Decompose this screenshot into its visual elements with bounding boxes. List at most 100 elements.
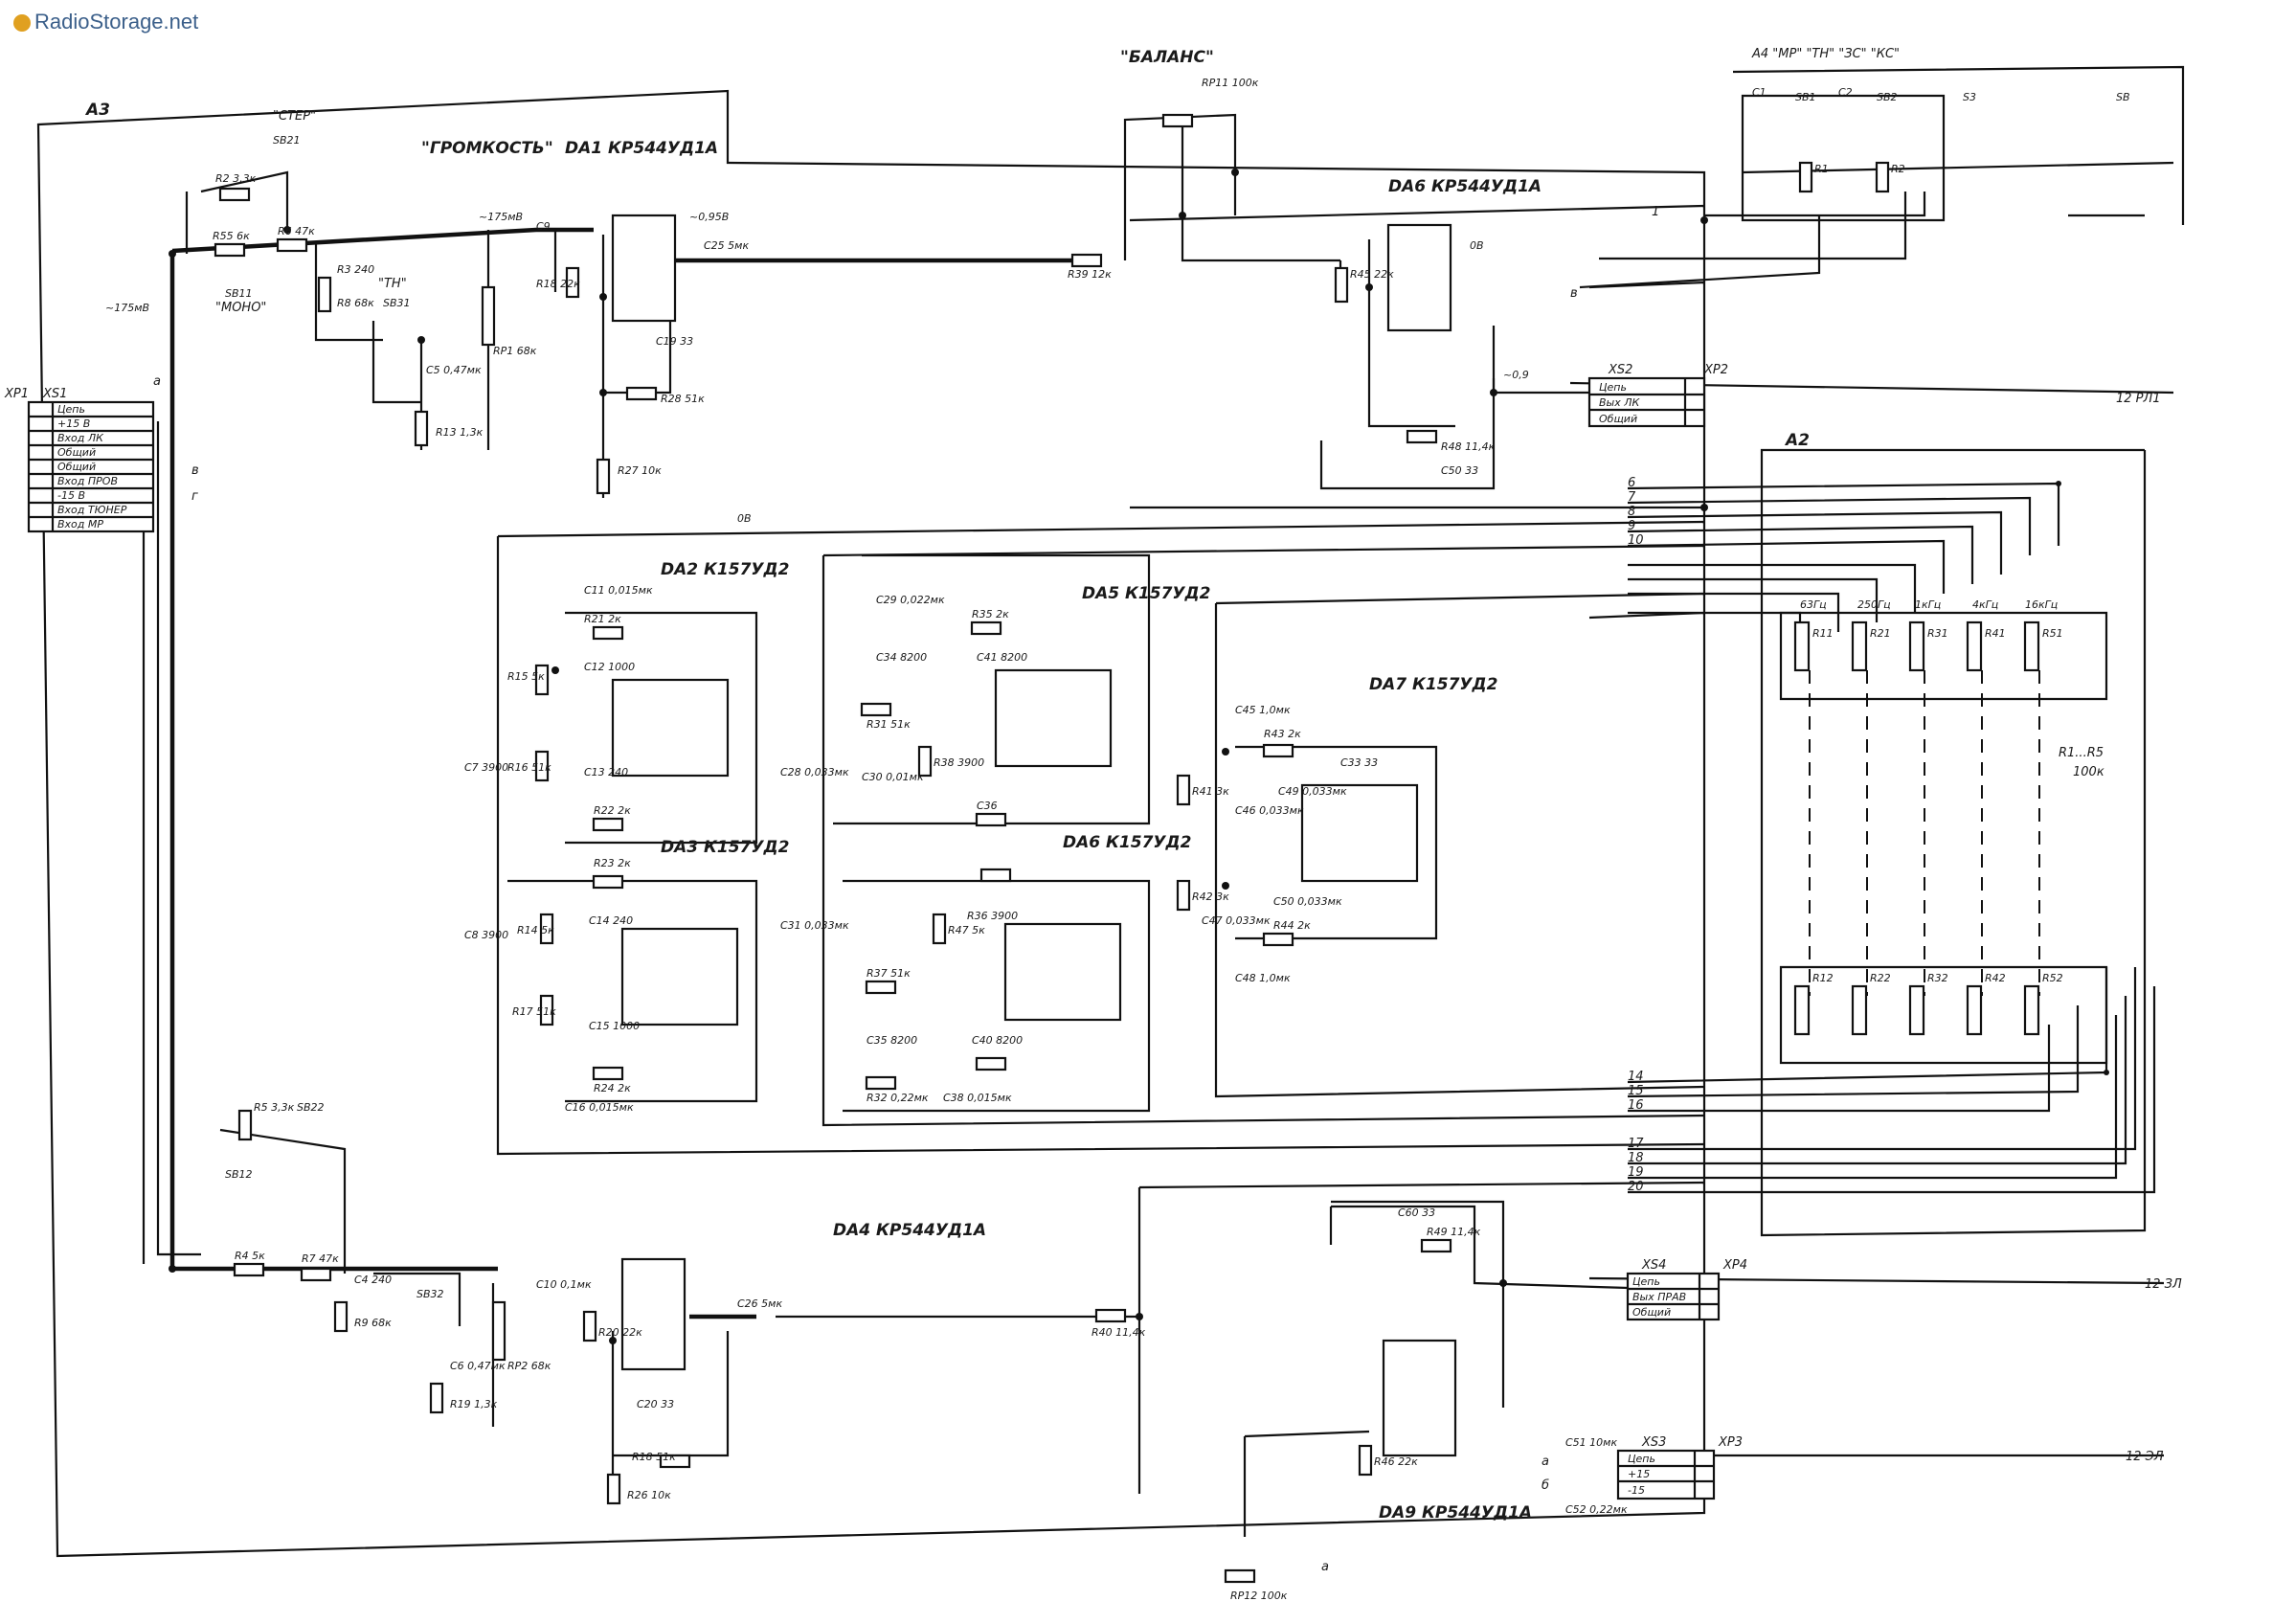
svg-text:C5 0,47мк: C5 0,47мк: [426, 364, 482, 376]
svg-text:C26 5мк: C26 5мк: [737, 1297, 782, 1310]
svg-text:RP1 68к: RP1 68к: [493, 345, 537, 357]
svg-text:R2 3,3к: R2 3,3к: [215, 172, 257, 185]
svg-text:R11: R11: [1812, 627, 1834, 640]
svg-text:250Гц: 250Гц: [1857, 598, 1891, 611]
label-r1r5-value: 100к: [2073, 765, 2104, 779]
svg-text:Общий: Общий: [57, 446, 96, 459]
svg-text:R31 51к: R31 51к: [866, 718, 911, 731]
svg-text:RP11 100к: RP11 100к: [1202, 77, 1259, 89]
svg-text:R21: R21: [1870, 627, 1891, 640]
svg-text:SB21: SB21: [273, 134, 301, 147]
frame-da9: [1331, 1200, 1505, 1245]
svg-text:R5 3,3к: R5 3,3к: [254, 1101, 295, 1114]
svg-text:Цепь: Цепь: [57, 403, 85, 416]
svg-text:R32 0,22мк: R32 0,22мк: [866, 1092, 929, 1104]
svg-text:R21 2к: R21 2к: [584, 613, 621, 625]
svg-text:R48 11,4к: R48 11,4к: [1441, 440, 1496, 453]
svg-text:R1: R1: [1814, 163, 1829, 175]
svg-text:C1: C1: [1752, 86, 1767, 99]
wiring: [142, 113, 2174, 1537]
svg-text:C11 0,015мк: C11 0,015мк: [584, 584, 653, 597]
opamp-da6: [1386, 223, 1452, 332]
svg-text:XS2: XS2: [1608, 363, 1632, 377]
right-bus: [1627, 448, 2156, 1237]
svg-text:14: 14: [1628, 1070, 1644, 1084]
svg-text:R9 68к: R9 68к: [354, 1317, 392, 1329]
label-top-right: А4 "МР" "ТН" "ЗС" "КС": [1751, 47, 1900, 61]
label-mono: "МОНО": [215, 301, 266, 315]
svg-text:C50 33: C50 33: [1441, 464, 1478, 477]
svg-text:C25 5мк: C25 5мк: [704, 239, 749, 252]
svg-text:R38 3900: R38 3900: [934, 756, 984, 769]
svg-text:9: 9: [1628, 519, 1635, 533]
svg-text:C4 240: C4 240: [354, 1274, 392, 1286]
svg-text:SB1: SB1: [1795, 91, 1816, 103]
svg-text:R35 2к: R35 2к: [972, 608, 1009, 620]
connector-xs2-block: [1587, 376, 1706, 428]
svg-text:R6 47к: R6 47к: [278, 225, 315, 237]
watermark-text: RadioStorage.net: [34, 10, 199, 34]
svg-text:R18 22к: R18 22к: [536, 278, 580, 290]
connector-xs4-block: [1626, 1272, 1721, 1321]
svg-text:R23 2к: R23 2к: [594, 857, 631, 869]
title-balance: "БАЛАНС": [1120, 48, 1214, 67]
svg-text:C30 0,01мк: C30 0,01мк: [862, 771, 924, 783]
xp1-ref: XP1: [4, 387, 29, 401]
svg-text:SB11: SB11: [225, 287, 253, 300]
svg-text:Вых ЛК: Вых ЛК: [1599, 396, 1641, 409]
label-r1r5: R1...R5: [2059, 746, 2104, 760]
svg-text:R41 3к: R41 3к: [1192, 785, 1229, 798]
opamp-da5: [994, 668, 1113, 768]
svg-text:C16 0,015мк: C16 0,015мк: [565, 1101, 634, 1114]
svg-text:C49 0,033мк: C49 0,033мк: [1278, 785, 1347, 798]
svg-text:R36 3900: R36 3900: [967, 910, 1018, 922]
svg-text:C15 1000: C15 1000: [589, 1020, 640, 1032]
svg-text:R4 5к: R4 5к: [235, 1250, 265, 1262]
svg-text:C28 0,033мк: C28 0,033мк: [780, 766, 849, 778]
svg-text:XS4: XS4: [1641, 1258, 1666, 1273]
svg-text:C13 240: C13 240: [584, 766, 628, 778]
label-a3: А3: [84, 101, 110, 120]
svg-text:R12: R12: [1812, 972, 1834, 984]
title-da6: DA6 КР544УД1А: [1388, 177, 1542, 196]
svg-text:R19 1,3к: R19 1,3к: [450, 1398, 498, 1410]
svg-text:R47 5к: R47 5к: [948, 924, 985, 936]
svg-text:20: 20: [1628, 1180, 1644, 1194]
svg-text:R37 51к: R37 51к: [866, 967, 911, 980]
svg-text:R22 2к: R22 2к: [594, 804, 631, 817]
svg-text:R40 11,4к: R40 11,4к: [1091, 1326, 1146, 1339]
title-da4: DA4 КР544УД1А: [833, 1221, 986, 1240]
resistors: [214, 113, 1890, 1584]
svg-text:C52 0,22мк: C52 0,22мк: [1565, 1503, 1628, 1516]
svg-text:Вход ЛК: Вход ЛК: [57, 432, 104, 444]
svg-text:C41 8200: C41 8200: [977, 651, 1027, 664]
svg-text:18: 18: [1628, 1151, 1644, 1165]
svg-text:C50 0,033мк: C50 0,033мк: [1273, 895, 1342, 908]
svg-text:SB22: SB22: [297, 1101, 325, 1114]
svg-text:SB: SB: [2116, 91, 2130, 103]
svg-text:12 РЛ1: 12 РЛ1: [2116, 392, 2161, 406]
title-da1: DA1 КР544УД1А: [565, 139, 718, 158]
svg-text:-15: -15: [1628, 1484, 1645, 1497]
svg-text:12 ЭЛ: 12 ЭЛ: [2126, 1450, 2164, 1464]
svg-text:C46 0,033мк: C46 0,033мк: [1235, 804, 1304, 817]
svg-text:C33 33: C33 33: [1340, 756, 1378, 769]
svg-text:R39 12к: R39 12к: [1068, 268, 1112, 281]
svg-text:C10 0,1мк: C10 0,1мк: [536, 1278, 592, 1291]
board-a4: [1732, 65, 2185, 225]
label-a2: А2: [1784, 431, 1810, 450]
svg-text:C35 8200: C35 8200: [866, 1034, 917, 1047]
svg-text:XP4: XP4: [1722, 1258, 1747, 1273]
slider-links: [1809, 670, 2040, 996]
title-da3: DA3 К157УД2: [661, 838, 789, 857]
svg-text:0В: 0В: [1470, 239, 1484, 252]
svg-text:+15 В: +15 В: [57, 417, 90, 430]
svg-text:C36: C36: [977, 800, 998, 812]
svg-text:6: 6: [1628, 476, 1635, 490]
svg-text:Вход ПРОВ: Вход ПРОВ: [57, 475, 118, 487]
svg-text:R31: R31: [1927, 627, 1948, 640]
label-tn: "ТН": [378, 277, 407, 291]
svg-text:R17 51к: R17 51к: [512, 1005, 556, 1018]
svg-text:а: а: [1321, 1560, 1329, 1574]
svg-text:R42 3к: R42 3к: [1192, 891, 1229, 903]
